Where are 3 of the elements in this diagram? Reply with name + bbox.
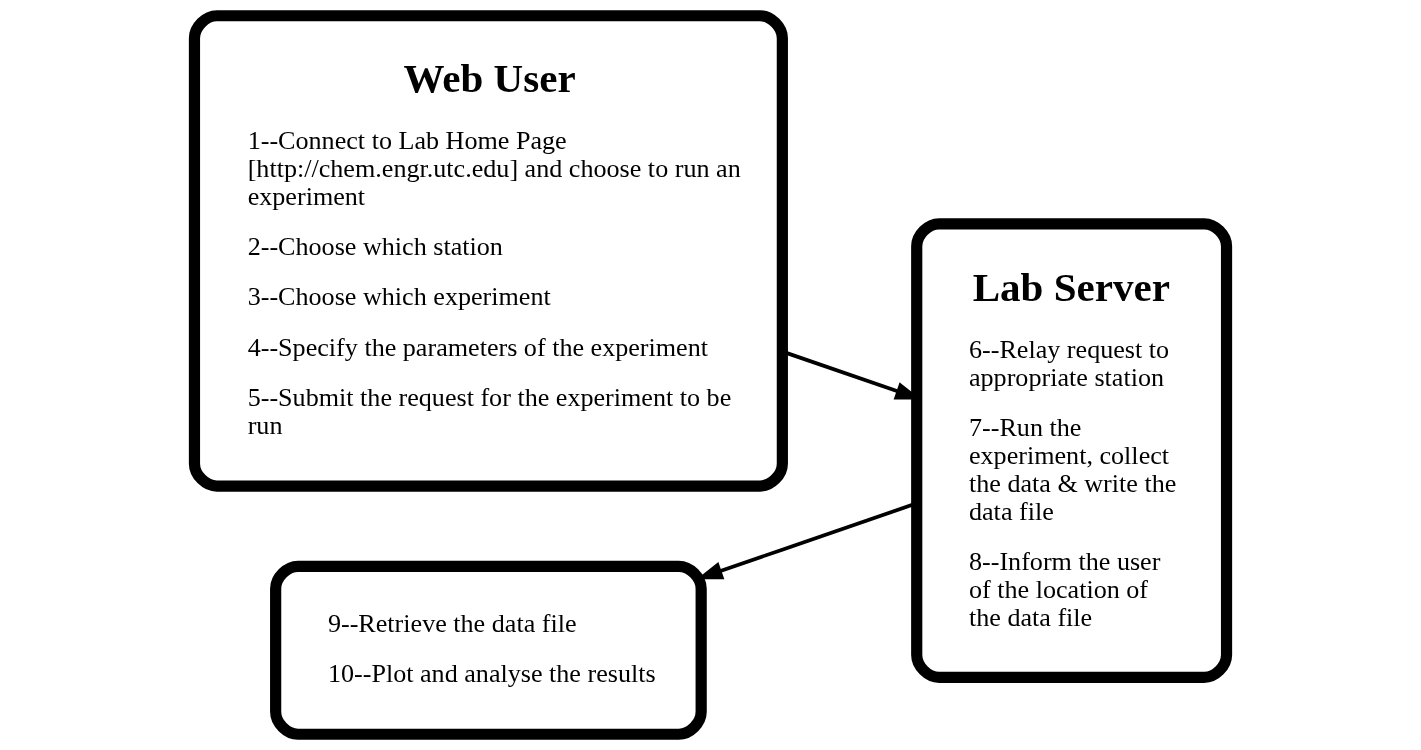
node-box: 9--Retrieve the data file 10--Plot and analyse the results <box>270 560 707 740</box>
node-box: Web User 1--Connect to Lab Home Page [http://chem.engr.utc.edu] and choose to run an experiment 2--Choose which station 3--Choose which experiment 4--Specify the parameters of the experiment 5--Submit the request for the experiment to be run <box>188 10 788 492</box>
node-box: Lab Server 6--Relay request to appropriate station 7--Run the experiment, collect the data & write the data file 8--Inform the user of the location of the data file <box>911 218 1233 683</box>
